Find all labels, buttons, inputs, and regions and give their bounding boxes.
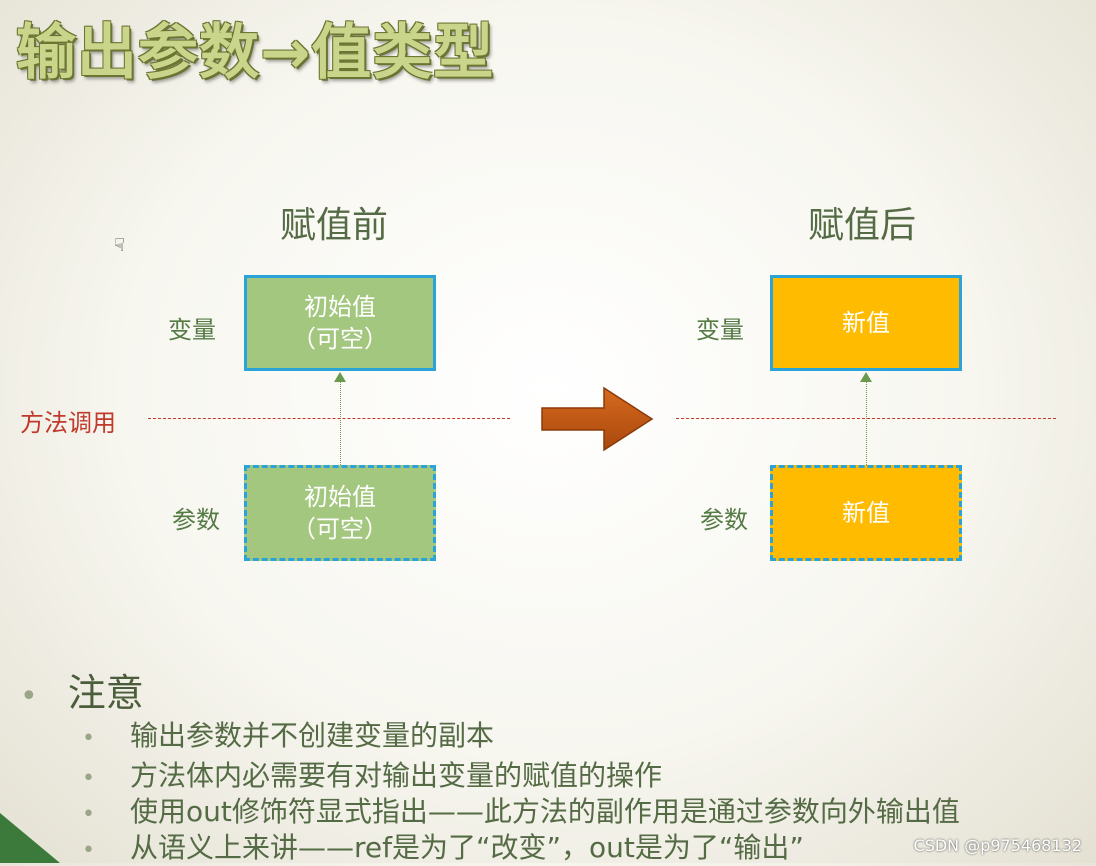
before-link-line [340,380,341,465]
method-call-label: 方法调用 [20,409,116,437]
notes-heading: • 注意 [20,662,144,717]
right-arrow-icon [541,386,654,452]
method-call-line-left [148,418,510,419]
before-param-box-line1: 初始值 [304,483,376,511]
note-item-text: 方法体内必需要有对输出变量的赋值的操作 [130,759,663,792]
before-var-box: 初始值 （可空） [244,275,436,371]
before-heading: 赋值前 [280,205,389,246]
before-var-label: 变量 [168,316,216,344]
after-var-box-text: 新值 [842,309,890,337]
slide-title: 输出参数→值类型 [16,18,495,88]
bullet-icon: • [82,838,95,863]
after-param-box-text: 新值 [842,499,890,527]
hand-cursor-icon: ☟ [114,235,125,256]
before-var-box-line2: （可空） [292,325,388,353]
after-heading: 赋值后 [808,205,917,246]
bullet-icon: • [20,679,38,714]
note-item: • 方法体内必需要有对输出变量的赋值的操作 [82,754,662,794]
note-item: • 使用out修饰符显式指出——此方法的副作用是通过参数向外输出值 [82,790,960,830]
note-item-text: 从语义上来讲——ref是为了“改变”，out是为了“输出” [130,831,804,864]
before-param-box-line2: （可空） [292,515,388,543]
after-link-line [866,380,867,465]
note-item-text: 输出参数并不创建变量的副本 [130,719,495,752]
before-param-label: 参数 [172,506,220,534]
before-var-box-line1: 初始值 [304,293,376,321]
bullet-icon: • [82,766,95,791]
after-var-box: 新值 [770,275,962,371]
after-link-arrowhead [860,372,872,382]
notes-heading-text: 注意 [67,671,144,715]
before-link-arrowhead [334,372,346,382]
after-param-box: 新值 [770,465,962,561]
note-item: • 从语义上来讲——ref是为了“改变”，out是为了“输出” [82,826,804,866]
corner-decoration [0,813,60,863]
after-var-label: 变量 [696,316,744,344]
watermark: CSDN @p975468132 [913,836,1082,855]
note-item-text: 使用out修饰符显式指出——此方法的副作用是通过参数向外输出值 [130,795,960,828]
after-param-label: 参数 [700,506,748,534]
before-param-box: 初始值 （可空） [244,465,436,561]
note-item: • 输出参数并不创建变量的副本 [82,714,494,754]
bullet-icon: • [82,726,95,751]
bullet-icon: • [82,802,95,827]
